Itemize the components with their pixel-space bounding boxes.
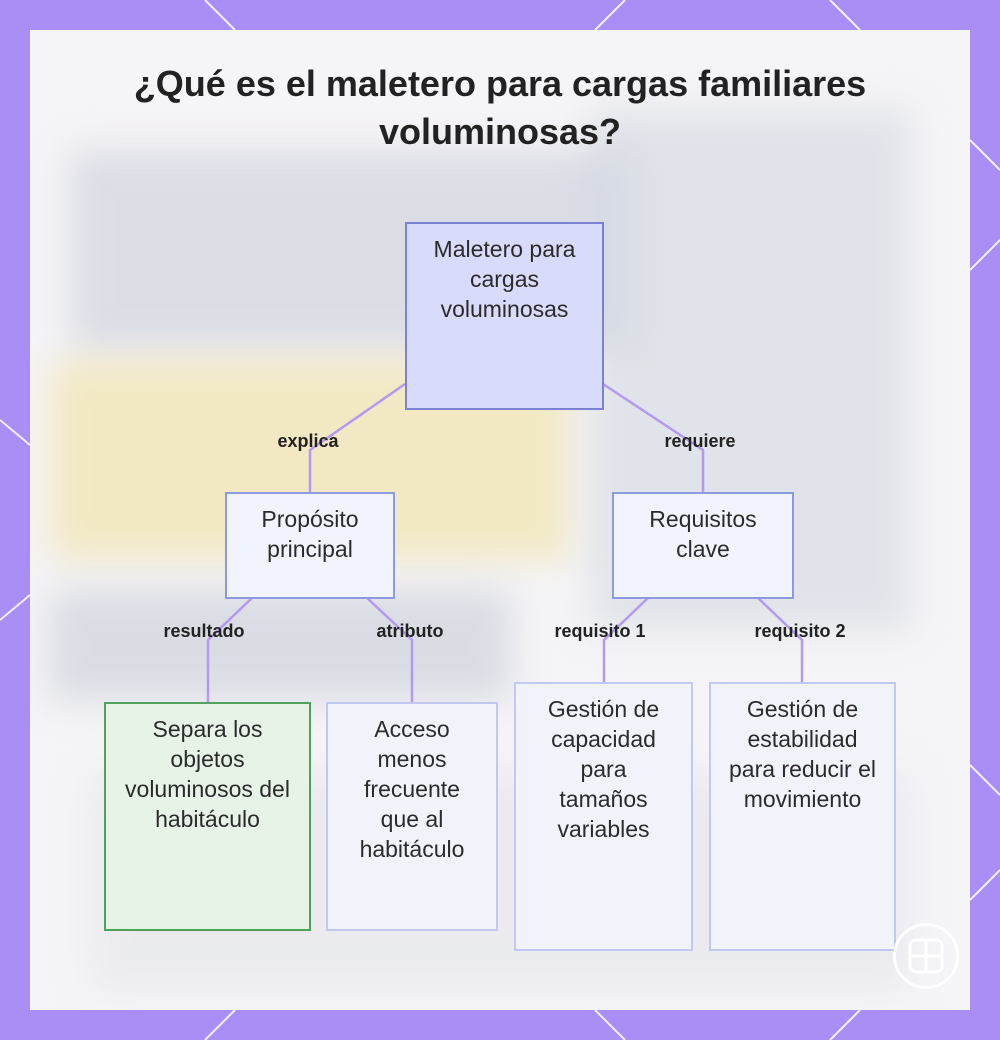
connector-purpose-separate [208, 598, 252, 702]
node-separate: Separa los objetos voluminosos del habit… [104, 702, 311, 931]
node-requirements: Requisitos clave [612, 492, 794, 599]
node-stability-label: Gestión de estabilidad para reducir el m… [711, 694, 894, 814]
node-separate-label: Separa los objetos voluminosos del habit… [106, 714, 309, 834]
node-requirements-label: Requisitos clave [614, 504, 792, 564]
edge-label-req2: requisito 2 [754, 620, 845, 642]
node-root-label: Maletero para cargas voluminosas [407, 234, 602, 324]
node-capacity: Gestión de capacidad para tamaños variab… [514, 682, 693, 951]
edge-label-requires: requiere [664, 430, 735, 452]
node-capacity-label: Gestión de capacidad para tamaños variab… [516, 694, 691, 844]
edge-label-req1: requisito 1 [554, 620, 645, 642]
edge-label-attribute: atributo [377, 620, 444, 642]
node-access: Acceso menos frecuente que al habitáculo [326, 702, 498, 931]
node-purpose-label: Propósito principal [227, 504, 393, 564]
edge-label-result: resultado [163, 620, 244, 642]
edge-label-explains: explica [277, 430, 338, 452]
napkin-logo-icon [893, 923, 959, 989]
connector-purpose-access [367, 598, 412, 702]
node-root: Maletero para cargas voluminosas [405, 222, 604, 410]
node-purpose: Propósito principal [225, 492, 395, 599]
node-stability: Gestión de estabilidad para reducir el m… [709, 682, 896, 951]
node-access-label: Acceso menos frecuente que al habitáculo [328, 714, 496, 864]
